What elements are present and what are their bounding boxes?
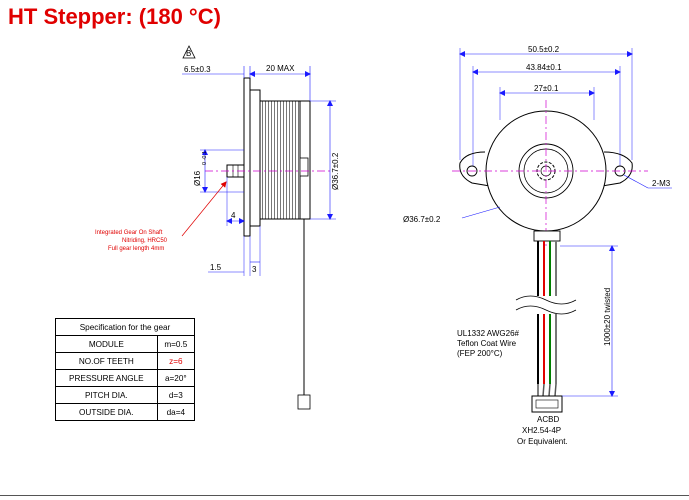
spec-value: z=6 (156, 352, 196, 370)
wire-note-line-1: UL1332 AWG26# (457, 329, 520, 338)
wire-exit-block (533, 230, 561, 242)
table-row: MODULE m=0.5 (55, 335, 196, 353)
shaft-dia-tol: 0 -0.1 (202, 151, 208, 165)
side-view: B 6.5±0.3 20 MAX Ø16 0 -0.1 (95, 45, 340, 410)
back-connector (299, 157, 309, 177)
spec-label: PITCH DIA. (55, 386, 158, 404)
wire-break-top (515, 295, 577, 305)
dim-3: 3 (252, 265, 257, 274)
page-title: HT Stepper: (180 °C) (8, 4, 221, 29)
dim-1-5: 1.5 (210, 263, 222, 272)
spec-label: PRESSURE ANGLE (55, 369, 158, 387)
gear-note-line-2: Nitriding, HRC50 (122, 238, 168, 244)
wire-note-line-2: Teflon Coat Wire (457, 339, 517, 348)
spec-value: m=0.5 (156, 335, 196, 353)
table-row: PITCH DIA. d=3 (55, 386, 196, 404)
gear-spec-table: Specification for the gear MODULE m=0.5 … (55, 318, 196, 421)
holes-leader (623, 174, 649, 189)
gear-note-line-3: Full gear length 4mm (108, 246, 164, 252)
gear-note-leader (181, 181, 227, 237)
wire-note-line-3: (FEP 200°C) (457, 349, 503, 358)
mounting-flange (243, 77, 251, 237)
gear-note-line-1: Integrated Gear On Shaft (95, 230, 163, 236)
spec-label: MODULE (55, 335, 158, 353)
connector-body (531, 395, 563, 413)
spec-value: da=4 (156, 403, 196, 421)
spec-label: OUTSIDE DIA. (55, 403, 158, 421)
mounting-ears (459, 151, 633, 187)
wire-break-bottom (515, 305, 577, 315)
connector-equiv: Or Equivalent. (517, 437, 568, 446)
mount-span-dim: 50.5±0.2 (528, 45, 560, 54)
lead-length-dim: 1000±20 twisted (603, 288, 612, 346)
flange-step (249, 89, 261, 227)
front-body-dia-dim: Ø36.7±0.2 (403, 215, 441, 224)
shaft-dia-dim: Ø16 (193, 170, 202, 186)
holes-label: 2-M3 (652, 179, 671, 188)
page-footer-rule (0, 495, 689, 500)
body-length-dim: 20 MAX (266, 64, 295, 73)
hole-spacing-dim: 43.84±0.1 (526, 63, 562, 72)
spec-value: a=20° (156, 369, 196, 387)
gear-length-dim: 4 (231, 211, 236, 220)
datum-b-marker (182, 45, 196, 59)
datum-b-label: B (186, 49, 191, 58)
front-view: 50.5±0.2 43.84±0.1 27±0.1 2-M3 Ø36.7±0.2 (403, 45, 672, 446)
connector-pins: ACBD (537, 415, 559, 424)
table-row: OUTSIDE DIA. da=4 (55, 403, 196, 421)
boss-dia-dim: 27±0.1 (534, 84, 559, 93)
body-dia-leader (461, 206, 501, 219)
table-row: PRESSURE ANGLE a=20° (55, 369, 196, 387)
side-body-dia-dim: Ø36.7±0.2 (331, 152, 340, 190)
spec-label: NO.OF TEETH (55, 352, 158, 370)
spec-value: d=3 (156, 386, 196, 404)
connector-type: XH2.54-4P (522, 426, 561, 435)
side-connector (297, 394, 311, 410)
spec-table-caption: Specification for the gear (55, 318, 195, 336)
flange-thickness-dim: 6.5±0.3 (184, 65, 211, 74)
lead-wires (537, 241, 557, 397)
table-row: NO.OF TEETH z=6 (55, 352, 196, 370)
